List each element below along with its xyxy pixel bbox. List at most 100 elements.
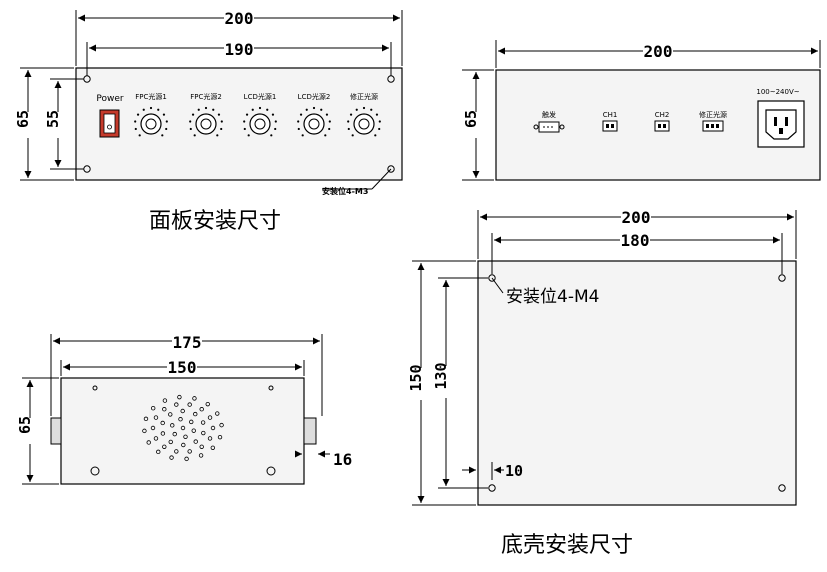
vent-hole — [174, 402, 179, 407]
vent-hole — [160, 420, 165, 426]
vent-hole — [180, 408, 185, 414]
vent-hole — [187, 449, 192, 454]
front-panel-caption: 面板安装尺寸 — [149, 209, 281, 234]
bottom-offset-dim: 10 — [505, 462, 523, 480]
vent-hole — [169, 455, 174, 460]
connector-label: 修正光源 — [699, 110, 727, 119]
bottom-height-outer-dim: 150 — [407, 364, 425, 391]
vent-hole — [215, 411, 220, 416]
rotary-knob — [297, 106, 331, 137]
voltage-label: 100~240V~ — [756, 88, 799, 96]
vent-hole — [219, 422, 224, 428]
bottom-width-outer-dim: 200 — [622, 208, 651, 227]
vent-hole — [207, 415, 213, 420]
bottom-width-holes-dim: 180 — [621, 231, 650, 250]
vent-hole — [156, 449, 161, 455]
vent-hole — [162, 444, 167, 449]
front-height-dim: 65 — [14, 110, 32, 128]
power-label: Power — [96, 94, 124, 104]
vent-hole — [153, 436, 159, 441]
vent-hole — [205, 401, 210, 407]
vent-hole — [199, 444, 204, 449]
vent-hole — [191, 428, 196, 433]
vent-hole — [178, 417, 183, 422]
rotary-knob — [347, 106, 381, 137]
trigger-connector — [533, 121, 565, 133]
connector-label: CH1 — [603, 111, 618, 119]
front-mount-hole — [387, 165, 395, 173]
side-width-inner-dim: 150 — [168, 358, 197, 377]
side-view: 175 150 65 16 — [16, 332, 352, 485]
vent-hole — [170, 423, 175, 428]
vent-hole — [168, 439, 173, 445]
vent-hole — [160, 431, 166, 436]
vent-hole — [146, 440, 151, 445]
vent-hole — [199, 407, 204, 412]
side-width-outer-dim: 175 — [173, 333, 202, 352]
bottom-mount-note: 安装位4-M4 — [506, 287, 599, 307]
vent-hole — [201, 430, 206, 436]
front-width-dim: 200 — [225, 9, 254, 28]
vent-hole — [168, 412, 173, 417]
front-panel-outline — [75, 67, 403, 181]
rotary-knob — [189, 106, 223, 137]
rear-panel-view: 200 65 触发 CH1 CH2 修正光源 100~240V~ — [462, 40, 821, 181]
correction-light-connector — [702, 120, 724, 132]
side-height-dim: 65 — [16, 416, 34, 434]
ch2-connector — [654, 120, 670, 132]
bottom-shell-outline — [477, 260, 797, 506]
vent-hole — [183, 434, 188, 439]
connector-label: CH2 — [655, 111, 670, 119]
vent-holes — [142, 394, 224, 462]
knob-label: LCD光源1 — [244, 92, 277, 101]
vent-hole — [153, 415, 159, 420]
ac-inlet — [757, 100, 805, 148]
front-panel-view: 200 190 65 55 Power FPC光源1 FPC光源2 LCD光源1… — [14, 9, 403, 234]
bottom-height-holes-dim: 130 — [432, 362, 450, 389]
knob-label: FPC光源2 — [190, 92, 222, 101]
vent-hole — [181, 442, 186, 448]
vent-hole — [198, 453, 204, 458]
vent-hole — [143, 416, 149, 422]
vent-hole — [174, 449, 179, 454]
connector-label: 触发 — [542, 110, 556, 119]
vent-hole — [172, 431, 177, 437]
front-holes-height-dim: 55 — [44, 110, 62, 128]
bottom-shell-caption: 底壳安装尺寸 — [501, 533, 633, 558]
rear-height-dim: 65 — [462, 110, 480, 128]
knob-group: FPC光源1 FPC光源2 LCD光源1 LCD光源2 修正光源 — [135, 92, 378, 101]
vent-hole — [184, 456, 189, 462]
vent-hole — [177, 394, 182, 400]
vent-hole — [180, 425, 186, 431]
vent-hole — [200, 420, 206, 425]
front-mount-note: 安装位4-M3 — [322, 186, 368, 196]
vent-hole — [150, 425, 156, 431]
rotary-knob — [134, 106, 168, 137]
rotary-knob — [243, 106, 277, 137]
ch1-connector — [602, 120, 618, 132]
vent-hole — [217, 434, 223, 440]
knob-label: LCD光源2 — [298, 92, 331, 101]
vent-hole — [162, 407, 167, 412]
vent-hole — [189, 419, 194, 425]
vent-hole — [193, 411, 198, 417]
rear-plug-protrusion — [303, 417, 317, 445]
vent-hole — [193, 439, 198, 444]
side-protrusion-dim: 16 — [333, 450, 352, 469]
front-holes-dim: 190 — [225, 40, 254, 59]
knob-label: 修正光源 — [350, 92, 378, 101]
vent-hole — [210, 445, 216, 450]
knob-label: FPC光源1 — [135, 92, 167, 101]
rear-width-dim: 200 — [644, 42, 673, 61]
vent-hole — [210, 425, 216, 431]
front-knob-protrusion — [50, 417, 62, 445]
vent-hole — [187, 402, 192, 407]
bottom-shell-view: 200 180 150 130 10 安装位4-M4 底壳安装尺寸 — [407, 208, 797, 558]
vent-hole — [192, 396, 197, 401]
vent-hole — [142, 428, 147, 434]
vent-hole — [162, 398, 168, 403]
vent-hole — [207, 436, 213, 441]
side-view-outline — [60, 377, 305, 485]
vent-hole — [150, 406, 156, 411]
